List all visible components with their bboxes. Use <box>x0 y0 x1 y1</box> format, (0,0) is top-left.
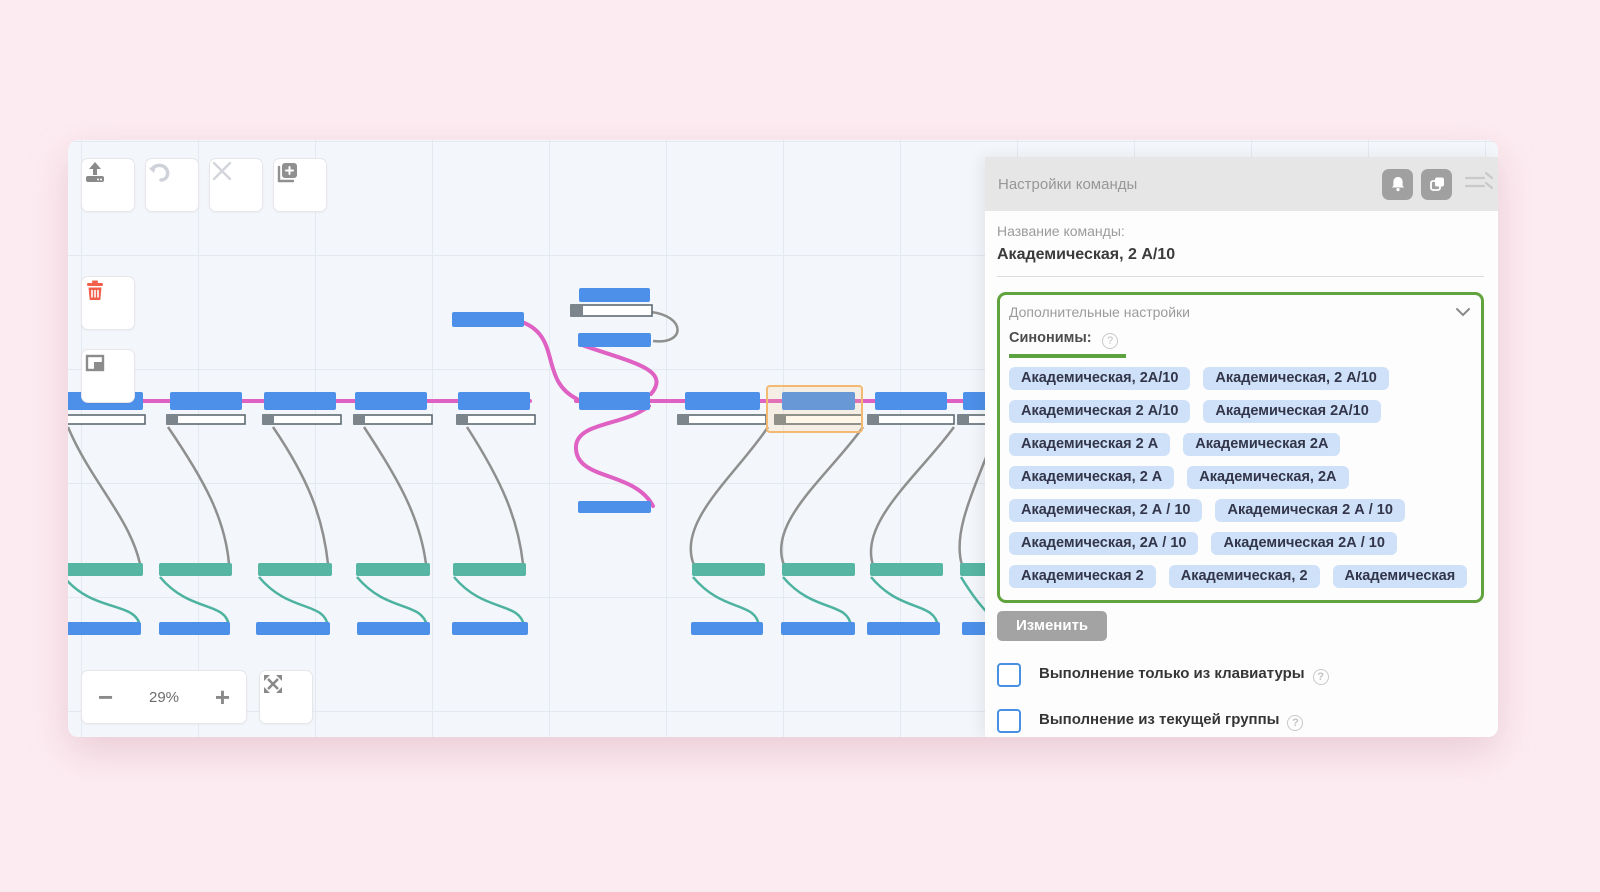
checkbox-1[interactable] <box>997 663 1021 687</box>
gray-links <box>68 310 998 566</box>
input-underline <box>997 276 1484 277</box>
synonyms-label: Синонимы: <box>1009 330 1092 346</box>
branch-nodes[interactable] <box>452 288 651 513</box>
synonym-chip[interactable]: Академическая 2А/10 <box>1203 400 1381 423</box>
chevron-down-icon[interactable] <box>1455 307 1471 317</box>
edit-button[interactable]: Изменить <box>997 611 1108 641</box>
upload-icon <box>86 162 104 182</box>
synonym-chip[interactable]: Академическая, 2А <box>1187 466 1349 489</box>
app-window: − 29% + Настройки команды <box>68 140 1498 737</box>
synonym-chip[interactable]: Академическая, 2 А <box>1009 466 1175 489</box>
collapse-panel-button[interactable] <box>1464 170 1494 199</box>
help-icon[interactable]: ? <box>1287 715 1304 731</box>
command-name-input[interactable]: Академическая, 2 А/10 <box>997 246 1176 263</box>
command-name-label: Название команды: <box>997 223 1125 239</box>
close-icon <box>212 161 232 181</box>
checkbox-2[interactable] <box>997 709 1021 733</box>
delete-selection-button[interactable] <box>209 158 263 212</box>
synonym-chip[interactable]: Академическая 2А / 10 <box>1211 532 1397 555</box>
fit-screen-button[interactable] <box>259 670 313 724</box>
collapse-panel-icon <box>1464 171 1494 189</box>
synonym-chip[interactable]: Академическая 2А <box>1183 433 1341 456</box>
help-icon[interactable]: ? <box>1102 333 1119 349</box>
undo-icon <box>149 163 170 182</box>
command-settings-panel: Настройки команды Наз <box>985 157 1498 737</box>
synonym-chip[interactable]: Академическая 2 А / 10 <box>1215 499 1405 522</box>
selected-node-highlight <box>766 385 863 433</box>
zoom-controls: − 29% + <box>81 670 247 724</box>
copy-icon <box>1429 177 1444 191</box>
synonym-chip[interactable]: Академическая 2 А <box>1009 433 1171 456</box>
panel-title: Настройки команды <box>998 175 1138 193</box>
synonyms-header: Синонимы: ? <box>1009 329 1127 358</box>
synonyms-list: Академическая, 2А/10 Академическая, 2 А/1… <box>1009 367 1471 588</box>
checkbox-row: Выполнение только из клавиатуры? <box>997 663 1484 687</box>
main-row-nodes[interactable] <box>68 392 998 410</box>
synonym-chip[interactable]: Академическая <box>1332 565 1468 588</box>
synonym-chip[interactable]: Академическая, 2А / 10 <box>1009 532 1199 555</box>
trash-button[interactable] <box>81 276 135 330</box>
synonym-chip[interactable]: Академическая, 2 <box>1168 565 1320 588</box>
panel-body: Название команды: Академическая, 2 А/10 … <box>985 211 1498 737</box>
synonym-chip[interactable]: Академическая, 2 А/10 <box>1203 367 1389 390</box>
help-icon[interactable]: ? <box>1312 669 1329 685</box>
panel-header: Настройки команды <box>985 157 1498 211</box>
checkbox-list: Выполнение только из клавиатуры? Выполнен… <box>997 663 1484 733</box>
add-copy-icon <box>277 163 297 183</box>
teal-row-nodes[interactable] <box>68 563 998 576</box>
synonym-chip[interactable]: Академическая 2 А/10 <box>1009 400 1191 423</box>
synonym-chip[interactable]: Академическая, 2 А / 10 <box>1009 499 1203 522</box>
synonym-chip[interactable]: Академическая 2 <box>1009 565 1156 588</box>
checkbox-label: Выполнение из текущей группы? <box>1039 711 1304 731</box>
additional-settings-title: Дополнительные настройки <box>1009 304 1190 320</box>
teal-links <box>68 576 998 627</box>
fit-screen-icon <box>264 675 282 693</box>
bottom-row-nodes[interactable] <box>68 622 998 635</box>
trash-icon <box>87 280 103 300</box>
bell-icon <box>1391 177 1404 192</box>
sub-bars[interactable] <box>68 304 999 425</box>
zoom-level: 29% <box>148 688 180 706</box>
checkbox-row: Выполнение из текущей группы? <box>997 709 1484 733</box>
zoom-in-button[interactable]: + <box>214 682 230 712</box>
add-copy-button[interactable] <box>273 158 327 212</box>
frame-select-button[interactable] <box>81 349 135 403</box>
upload-button[interactable] <box>81 158 135 212</box>
duplicate-button[interactable] <box>1421 168 1452 200</box>
checkbox-label: Выполнение только из клавиатуры? <box>1039 665 1329 685</box>
frame-select-icon <box>85 354 105 372</box>
notifications-button[interactable] <box>1382 168 1413 200</box>
undo-button[interactable] <box>145 158 199 212</box>
zoom-out-button[interactable]: − <box>98 682 114 712</box>
additional-settings-box: Дополнительные настройки Синонимы: ? Ака… <box>997 292 1484 603</box>
synonym-chip[interactable]: Академическая, 2А/10 <box>1009 367 1191 390</box>
